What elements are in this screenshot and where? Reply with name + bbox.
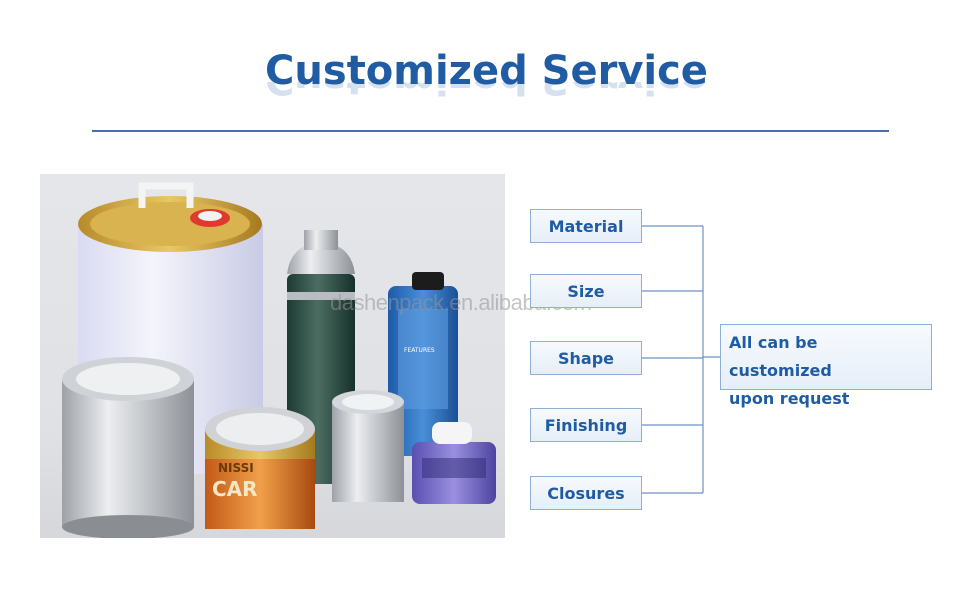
customization-result-box: All can be customized upon request xyxy=(720,324,932,408)
can-label-brand: NISSI xyxy=(218,461,254,475)
option-closures: Closures xyxy=(530,476,642,510)
result-line-2: upon request xyxy=(729,389,850,408)
page-title: Customized Service xyxy=(265,48,708,94)
product-cans-illustration: FEATURES NISSI CAR xyxy=(62,182,496,538)
option-material: Material xyxy=(530,209,642,243)
option-shape: Shape xyxy=(530,341,642,375)
title-divider xyxy=(92,130,889,132)
can-label-product: CAR xyxy=(212,477,258,501)
blue-bottle: FEATURES xyxy=(388,272,458,456)
purple-bottle xyxy=(412,422,496,504)
option-finishing: Finishing xyxy=(530,408,642,442)
bottle-label: FEATURES xyxy=(404,347,435,354)
nissi-car-can: NISSI CAR xyxy=(205,407,315,529)
small-tin-can xyxy=(332,390,404,502)
option-size: Size xyxy=(530,274,642,308)
product-photo: FEATURES NISSI CAR xyxy=(40,174,505,538)
result-line-1: All can be customized xyxy=(729,333,832,380)
round-tin-can-left xyxy=(62,357,194,538)
